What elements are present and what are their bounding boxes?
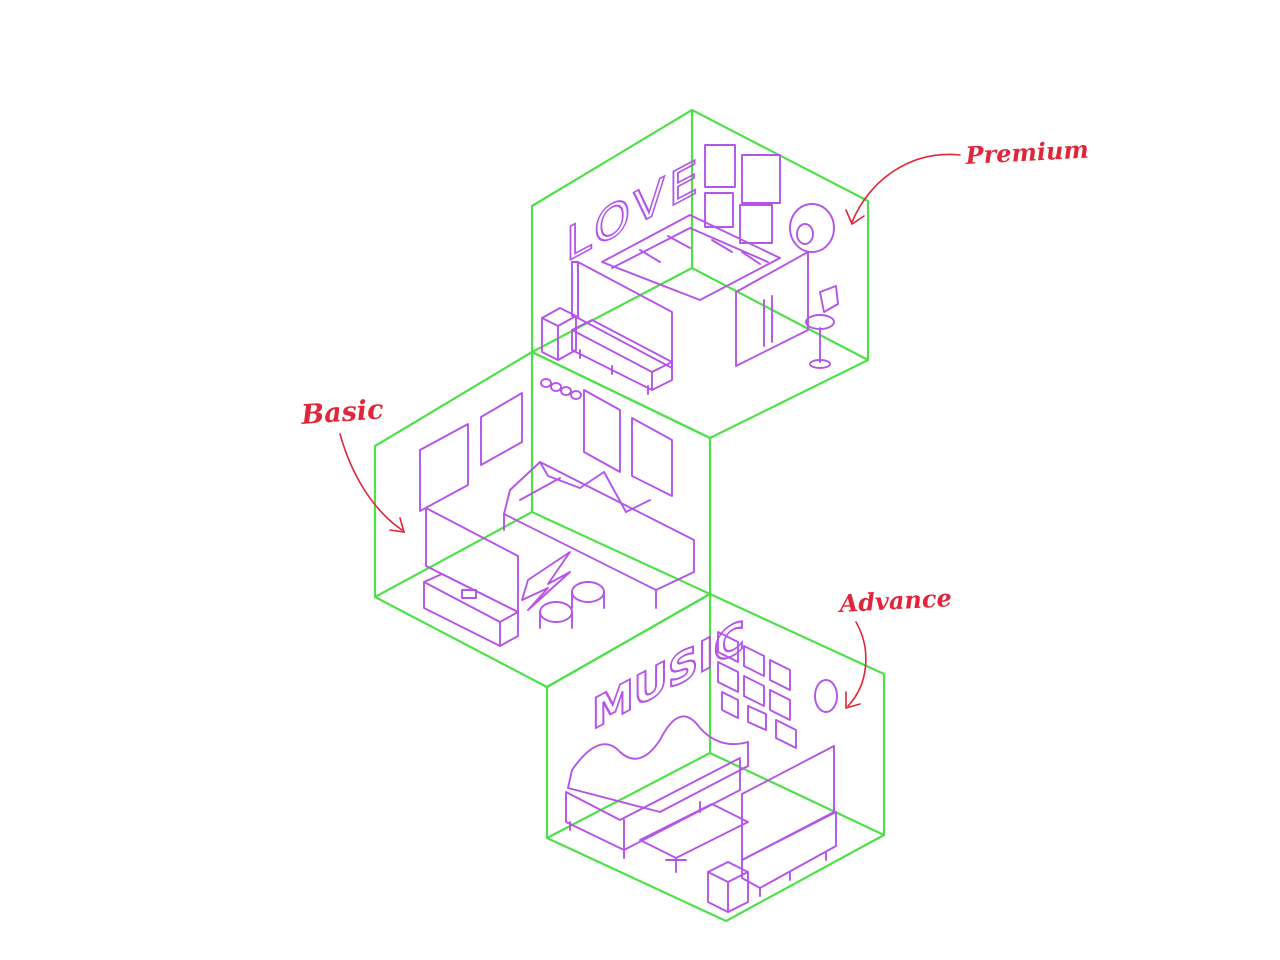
coffee-table — [640, 804, 748, 858]
wall-light — [551, 383, 561, 391]
round-mirror — [815, 680, 837, 712]
room-basic — [375, 352, 710, 687]
wall-art-frame — [584, 390, 620, 472]
room-premium: LOVE — [532, 110, 868, 438]
speaker-box — [542, 308, 576, 360]
wall-art-frame — [705, 193, 733, 227]
callout-basic: Basic — [299, 394, 404, 532]
wall-light — [571, 391, 581, 399]
wall-art-frame — [632, 418, 672, 496]
console-box — [462, 590, 476, 598]
lightning-bolt-icon — [522, 552, 570, 610]
wall-word-music: MUSIC — [592, 610, 745, 741]
label-basic: Basic — [299, 394, 384, 431]
pouf — [572, 582, 604, 602]
wall-art-frame — [744, 646, 764, 676]
pouf — [540, 602, 572, 622]
wall-word-love: LOVE — [566, 147, 702, 274]
wall-art-frame — [776, 720, 796, 748]
tv-stand — [742, 812, 836, 888]
wall-art-frame — [740, 205, 772, 243]
wall-light — [561, 387, 571, 395]
wall-art-frame — [481, 393, 522, 465]
tv-screen — [742, 746, 834, 860]
room-basic-furniture — [420, 379, 694, 646]
tv-screen — [578, 262, 672, 368]
room-advance: MUSIC — [547, 594, 884, 921]
wall-clock-center — [797, 224, 813, 244]
gaming-chair — [820, 286, 838, 312]
wall-art-frame — [748, 706, 766, 730]
wall-art-frame — [744, 676, 764, 706]
label-premium: Premium — [964, 135, 1090, 170]
tv-stand — [572, 320, 672, 372]
label-advance: Advance — [837, 583, 953, 618]
wall-art-frame — [420, 424, 468, 511]
wall-art-frame — [742, 155, 780, 203]
callout-premium: Premium — [846, 135, 1089, 224]
wall-art-frame — [705, 145, 735, 187]
wall-art-frame — [770, 660, 790, 690]
callout-advance: Advance — [837, 583, 953, 708]
wall-art-frame — [770, 690, 790, 720]
wall-light — [541, 379, 551, 387]
wall-art-frame — [722, 692, 738, 718]
arrow-basic — [340, 434, 402, 530]
